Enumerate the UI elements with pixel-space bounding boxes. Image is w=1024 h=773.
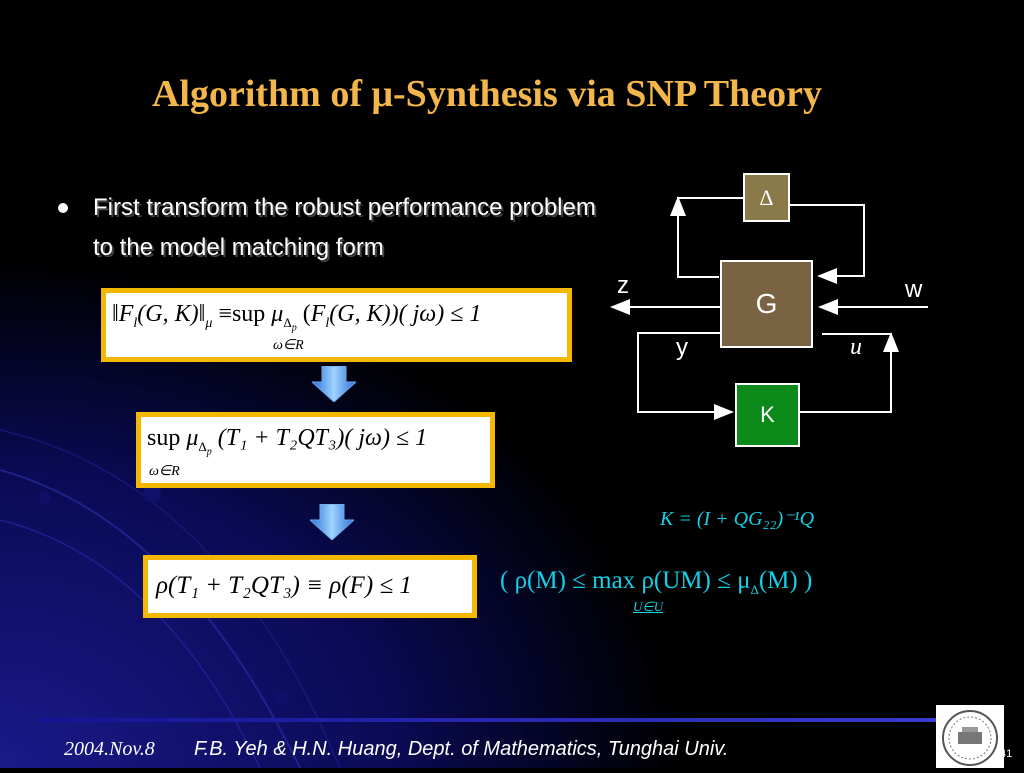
equation-2-sup-subscript: ω∈R [149,464,180,479]
equation-2: sup μΔp (T₁ + T₂QT₃)( jω) ≤ 1 [147,425,428,458]
slide-title: Algorithm of μ-Synthesis via SNP Theory [151,73,823,115]
bullet-icon [58,203,68,213]
down-arrow-icon [310,504,354,540]
equation-box-3: ρ(T₁ + T₂QT₃) ≡ ρ(F) ≤ 1 [143,555,477,618]
page-number: 41 [1000,748,1013,760]
equation-1-sup-subscript: ω∈R [273,338,304,353]
equation-1: ‖Fl(G, K)‖μ ≡sup μΔp (Fl(G, K))( jω) ≤ 1 [112,301,482,334]
rho-inequality: ( ρ(M) ≤ max ρ(UM) ≤ μΔ(M) ) [500,567,813,597]
university-logo [936,705,1004,768]
down-arrow-icon [312,366,356,402]
equation-box-1: ‖Fl(G, K)‖μ ≡sup μΔp (Fl(G, K))( jω) ≤ 1… [101,288,572,362]
label-z: z [617,272,629,299]
label-y: y [676,334,688,361]
footer-date: 2004.Nov.8 [64,738,155,760]
g-block: G [720,260,813,348]
footer-divider [40,718,940,722]
label-u: u [850,334,862,360]
max-subscript: U∈U [633,599,664,614]
equation-3: ρ(T₁ + T₂QT₃) ≡ ρ(F) ≤ 1 [156,572,412,599]
equation-box-2: sup μΔp (T₁ + T₂QT₃)( jω) ≤ 1 ω∈R [136,412,495,488]
k-block: K [735,383,800,447]
bullet-text: First transform the robust performance p… [93,194,596,261]
footer-authors: F.B. Yeh & H.N. Huang, Dept. of Mathemat… [194,738,729,760]
k-formula: K = (I + QG₂₂)⁻¹Q [660,508,815,530]
block-diagram [610,196,928,420]
label-w: w [905,276,923,303]
delta-block: Δ [743,173,790,222]
